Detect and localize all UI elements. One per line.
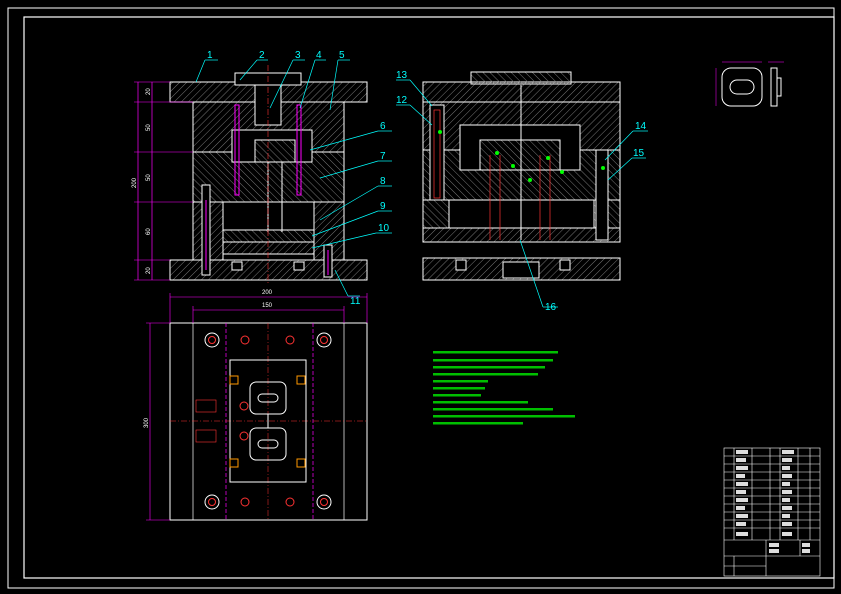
callout-14: 14 [635, 121, 647, 132]
guide-bush-tl [204, 332, 220, 348]
side-section-view [422, 71, 621, 281]
front-section-view [169, 65, 368, 285]
guide-pin-right [296, 104, 302, 196]
callout-5: 5 [339, 50, 345, 61]
green-marker-3 [511, 164, 515, 168]
side-return-pin [595, 149, 609, 241]
callout-4: 4 [316, 50, 322, 61]
title-block [723, 447, 821, 577]
gate-upper [239, 401, 249, 411]
front-callouts [195, 59, 392, 297]
screw-2 [293, 261, 305, 271]
callout-8: 8 [380, 176, 386, 187]
dim-v60: 60 [146, 228, 152, 235]
callout-10: 10 [378, 223, 390, 234]
dim-v300: 300 [144, 417, 150, 428]
dim-v20b: 20 [146, 267, 152, 274]
green-marker-5 [560, 170, 564, 174]
guide-bush-br [316, 494, 332, 510]
callout-7: 7 [380, 151, 386, 162]
plan-cavity-block [229, 359, 307, 483]
side-screw-2 [559, 259, 571, 271]
side-guide-pin-red [433, 109, 441, 199]
dim-v50b: 50 [146, 174, 152, 181]
green-marker-1 [438, 130, 442, 134]
side-screw-1 [455, 259, 467, 271]
dim-h200: 200 [262, 290, 273, 296]
dim-h150: 150 [262, 303, 273, 309]
technical-notes [433, 351, 575, 425]
part-slot [729, 79, 755, 95]
part-outline [721, 67, 763, 107]
part-side-view [770, 67, 778, 107]
side-guide-pillar [429, 104, 445, 201]
guide-pin-left [234, 104, 240, 196]
screw-1 [231, 261, 243, 271]
guide-bush-bl [204, 494, 220, 510]
outer-border [7, 7, 835, 589]
green-marker-4 [546, 156, 550, 160]
callout-6: 6 [380, 121, 386, 132]
plan-view [169, 322, 368, 521]
plan-dimensions [146, 293, 368, 521]
dim-v-total: 200 [132, 177, 138, 188]
callout-2: 2 [259, 50, 265, 61]
callout-11: 11 [350, 296, 361, 307]
callout-16: 16 [545, 302, 557, 313]
ejector-plate [222, 241, 315, 255]
callout-12: 12 [396, 95, 408, 106]
core-insert [254, 139, 296, 163]
side-core [479, 139, 561, 171]
callout-3: 3 [295, 50, 301, 61]
green-marker-2 [495, 151, 499, 155]
dim-v20a: 20 [146, 88, 152, 95]
bottom-clamp-plate [169, 259, 368, 281]
gate-lower [239, 431, 249, 441]
front-vertical-dimensions: 20 50 50 60 20 200 [132, 81, 193, 281]
inner-border [23, 16, 835, 579]
guide-bush-tr [316, 332, 332, 348]
callout-13: 13 [396, 70, 408, 81]
dim-v50a: 50 [146, 124, 152, 131]
green-marker-6 [528, 178, 532, 182]
callout-1: 1 [207, 50, 213, 61]
side-locating-ring [470, 71, 572, 85]
side-ejector-rod-hole [502, 261, 540, 279]
callout-15: 15 [633, 148, 645, 159]
part-sketch [715, 61, 784, 107]
plan-inner-left [192, 322, 345, 521]
green-marker-7 [601, 166, 605, 170]
side-spacer-left [422, 199, 450, 229]
callout-9: 9 [380, 201, 386, 212]
side-callouts [396, 79, 648, 308]
title-block-fills [736, 450, 810, 553]
